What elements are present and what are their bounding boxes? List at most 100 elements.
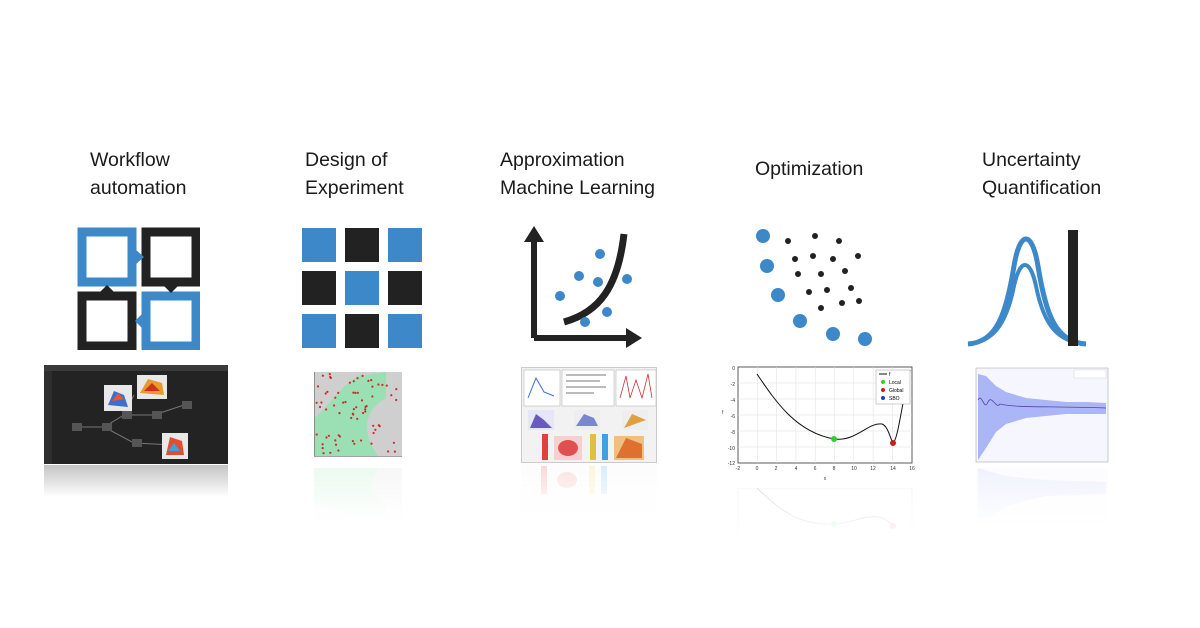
doe-sample-point [356, 391, 359, 394]
workflow-screenshot [44, 365, 228, 464]
doe-sample-plot-reflection [298, 468, 409, 522]
doe-sample-point [334, 443, 338, 446]
doe-sample-point [395, 388, 398, 391]
doe-sample-point [329, 451, 332, 454]
doe-sample-point [324, 392, 327, 395]
doe-sample-point [337, 434, 340, 437]
doe-sample-point [334, 439, 337, 442]
approximation-dashboard-reflection [521, 464, 657, 516]
y-tick-label: -4 [731, 398, 736, 404]
x-axis-label: x [824, 476, 827, 482]
x-tick-label: 8 [833, 466, 836, 472]
doe-sample-point [321, 447, 324, 450]
doe-sample-point [364, 410, 367, 413]
doe-sample-point [387, 450, 390, 453]
x-tick-label: 12 [870, 466, 876, 472]
doe-sample-point [354, 391, 357, 394]
doe-sample-point [351, 412, 354, 415]
doe-sample-point [315, 433, 318, 436]
doe-sample-point [325, 436, 328, 439]
doe-sample-point [356, 377, 359, 380]
doe-sample-point [377, 424, 380, 427]
doe-sample-point [355, 406, 358, 409]
doe-sample-point [350, 416, 353, 420]
doe-sample-point [315, 401, 318, 404]
distribution-icon [967, 230, 1087, 347]
doe-sample-point [353, 442, 356, 445]
doe-sample-point [352, 408, 355, 411]
x-tick-label: 0 [756, 466, 759, 472]
x-tick-label: 2 [775, 466, 778, 472]
doe-sample-point [348, 381, 351, 384]
optimization-plot: f Local Global SBO 0 -2 -4 -6 -8 -10 -12… [716, 362, 920, 488]
y-tick-label: -6 [731, 414, 736, 420]
doe-sample-point [321, 443, 324, 446]
title-design-of-experiment: Design of Experiment [305, 149, 404, 199]
doe-sample-point [334, 396, 337, 399]
y-tick-label: 0 [732, 366, 735, 372]
doe-sample-point [360, 399, 364, 402]
doe-sample-point [372, 431, 375, 435]
doe-sample-point [356, 417, 359, 420]
doe-sample-point [344, 400, 347, 404]
doe-sample-point [316, 385, 320, 388]
x-tick-label: 10 [851, 466, 857, 472]
doe-sample-point [385, 384, 388, 387]
regression-icon [524, 226, 642, 348]
legend-label-f: f [889, 372, 891, 378]
doe-sample-point [367, 379, 370, 382]
doe-sample-point [371, 385, 374, 388]
doe-sample-point [322, 452, 325, 455]
y-tick-label: -2 [731, 382, 736, 388]
doe-sample-point [370, 379, 373, 382]
doe-sample-point [352, 391, 355, 394]
doe-sample-point [393, 450, 396, 453]
x-tick-label: -2 [736, 466, 741, 472]
doe-sample-point [362, 411, 365, 415]
doe-sample-point [337, 391, 340, 394]
uncertainty-convergence-plot [966, 362, 1112, 468]
doe-sample-point [328, 373, 331, 376]
doe-sample-point [337, 449, 340, 452]
doe-sample-point [372, 424, 375, 427]
doe-sample-point [338, 412, 341, 415]
x-tick-label: 16 [909, 466, 915, 472]
workflow-icon [77, 227, 200, 350]
title-workflow-automation: Workflow automation [90, 149, 187, 199]
doe-sample-point [390, 394, 393, 397]
approximation-dashboard [521, 367, 657, 463]
doe-sample-point [352, 380, 355, 383]
doe-sample-point [329, 375, 332, 379]
doe-sample-point [327, 434, 330, 437]
doe-sample-point [365, 405, 368, 408]
doe-sample-point [321, 374, 324, 377]
legend-label-sbo: SBO [889, 396, 900, 402]
x-tick-label: 6 [814, 466, 817, 472]
doe-sample-point [361, 374, 364, 377]
doe-sample-plot [298, 368, 409, 467]
scatter-pareto-icon [756, 229, 872, 346]
title-uncertainty-quantification: Uncertainty Quantification [982, 149, 1102, 199]
doe-sample-point [360, 439, 363, 442]
doe-sample-point [342, 401, 345, 404]
x-tick-label: 4 [795, 466, 798, 472]
title-optimization: Optimization [755, 158, 864, 180]
doe-sample-point [377, 383, 380, 386]
doe-sample-point [351, 440, 354, 443]
doe-sample-point [374, 428, 377, 431]
workflow-screenshot-reflection [44, 465, 228, 497]
grid-icon [302, 228, 422, 348]
doe-sample-point [395, 398, 398, 402]
title-approximation-ml: Approximation Machine Learning [500, 149, 656, 199]
y-tick-label: -10 [728, 446, 735, 452]
legend-label-global: Global [889, 388, 903, 394]
doe-sample-point [318, 405, 322, 409]
doe-sample-point [364, 408, 367, 411]
doe-sample-point [371, 395, 374, 398]
doe-sample-point [370, 442, 373, 445]
legend-label-local: Local [889, 380, 901, 386]
doe-sample-point [333, 404, 336, 407]
doe-sample-point [326, 390, 329, 393]
doe-sample-point [325, 408, 328, 411]
x-tick-label: 14 [890, 466, 896, 472]
